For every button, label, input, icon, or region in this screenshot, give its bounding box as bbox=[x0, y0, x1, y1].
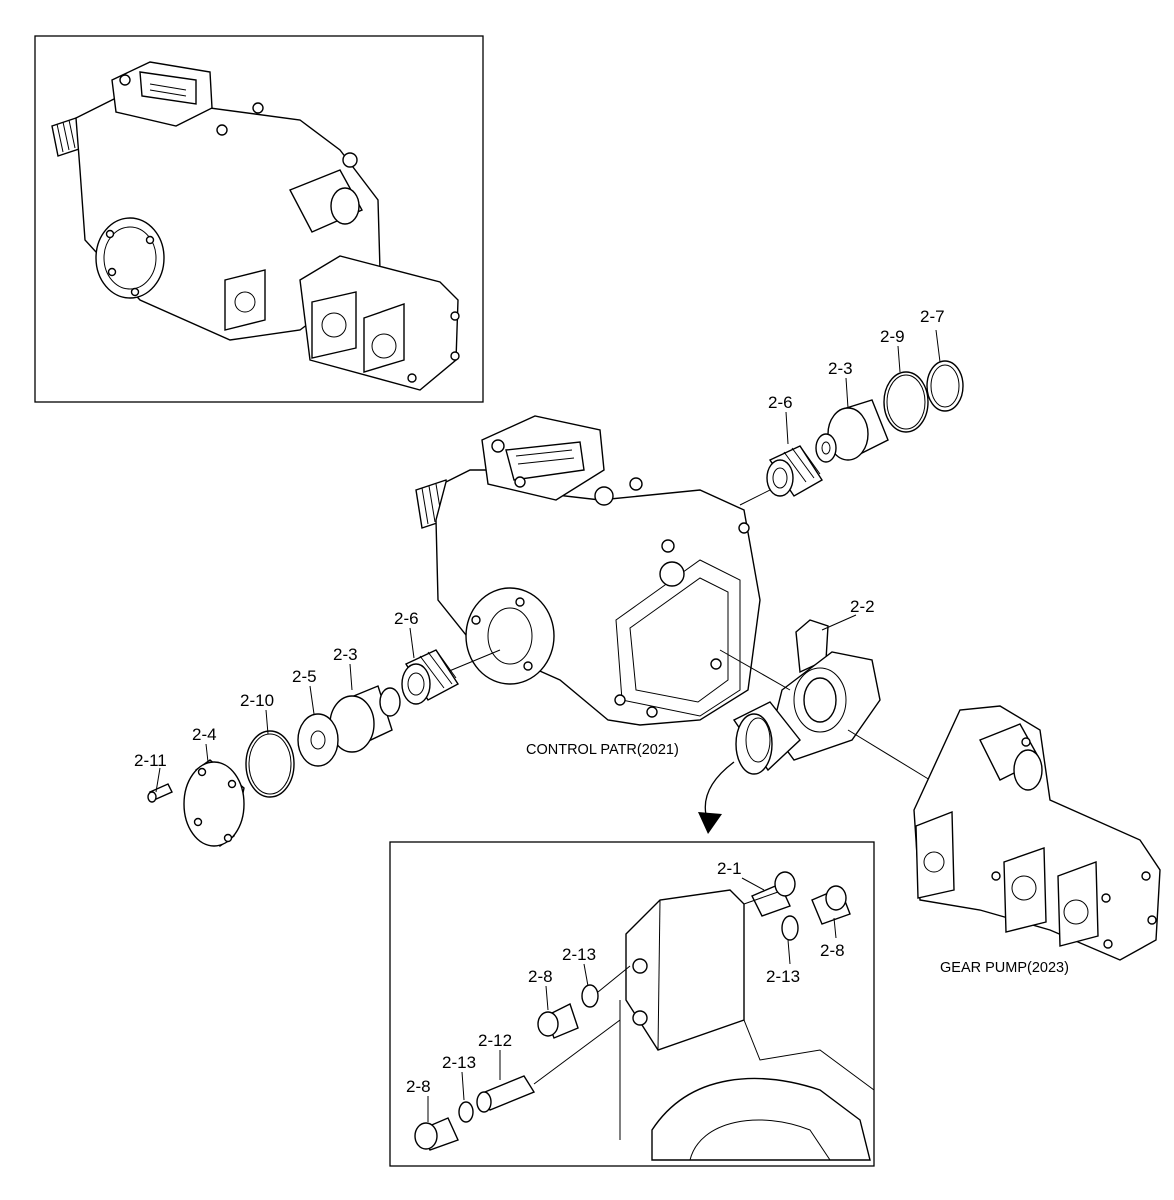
piston-2-3-upper bbox=[815, 399, 889, 463]
plug-2-8-mid bbox=[537, 1003, 579, 1039]
o-ring-2-13-mid bbox=[581, 984, 599, 1008]
label-2-3-upper: 2-3 bbox=[828, 359, 853, 378]
detail-view bbox=[389, 841, 875, 1167]
plug-2-1 bbox=[751, 871, 796, 917]
plug-2-8-right bbox=[811, 885, 851, 925]
washer-2-5 bbox=[297, 713, 339, 767]
bolt-2-11 bbox=[147, 783, 173, 803]
assembled-pump-illustration bbox=[51, 61, 460, 391]
o-ring-2-13-right bbox=[781, 915, 799, 941]
bearing-2-6-lower bbox=[401, 649, 460, 705]
captions: CONTROL PATR(2021) GEAR PUMP(2023) bbox=[526, 742, 1069, 976]
detail-arrow bbox=[698, 761, 735, 834]
label-2-10: 2-10 bbox=[240, 691, 274, 710]
control-part-housing bbox=[415, 415, 761, 726]
label-2-9: 2-9 bbox=[880, 327, 905, 346]
label-2-2: 2-2 bbox=[850, 597, 875, 616]
swash-plate-2-2 bbox=[732, 619, 881, 775]
part-labels: 2-7 2-9 2-3 2-6 2-2 2-6 2-3 2-5 2-10 2-4… bbox=[134, 307, 945, 1096]
o-ring-2-13-lower bbox=[458, 1101, 474, 1123]
o-ring-2-9 bbox=[883, 371, 929, 433]
label-2-12: 2-12 bbox=[478, 1031, 512, 1050]
label-2-11: 2-11 bbox=[134, 751, 167, 770]
o-ring-2-10 bbox=[245, 730, 295, 798]
caption-control-part: CONTROL PATR(2021) bbox=[526, 742, 679, 758]
detail-frame bbox=[389, 841, 875, 1167]
assembled-pump-inset bbox=[34, 35, 484, 403]
label-2-5: 2-5 bbox=[292, 667, 317, 686]
inset-frame bbox=[34, 35, 484, 403]
label-2-4: 2-4 bbox=[192, 725, 217, 744]
snap-ring-2-7 bbox=[926, 360, 964, 412]
label-2-1: 2-1 bbox=[717, 859, 742, 878]
caption-gear-pump: GEAR PUMP(2023) bbox=[940, 960, 1069, 976]
label-2-8-right: 2-8 bbox=[820, 941, 845, 960]
label-2-13-lower: 2-13 bbox=[442, 1053, 476, 1072]
label-2-3-lower: 2-3 bbox=[333, 645, 358, 664]
piston-2-3-lower bbox=[329, 685, 401, 753]
spool-2-12 bbox=[476, 1075, 536, 1113]
bearing-2-6-upper bbox=[766, 445, 823, 497]
label-2-13-mid: 2-13 bbox=[562, 945, 596, 964]
leader-lines bbox=[155, 329, 941, 1122]
label-2-6-lower: 2-6 bbox=[394, 609, 419, 628]
label-2-6-upper: 2-6 bbox=[768, 393, 793, 412]
plug-2-8-lower bbox=[414, 1117, 459, 1151]
label-2-8-mid: 2-8 bbox=[528, 967, 553, 986]
gear-pump bbox=[913, 705, 1161, 961]
label-2-7: 2-7 bbox=[920, 307, 945, 326]
cover-2-4 bbox=[183, 759, 245, 848]
label-2-13-right: 2-13 bbox=[766, 967, 800, 986]
label-2-8-lower: 2-8 bbox=[406, 1077, 431, 1096]
